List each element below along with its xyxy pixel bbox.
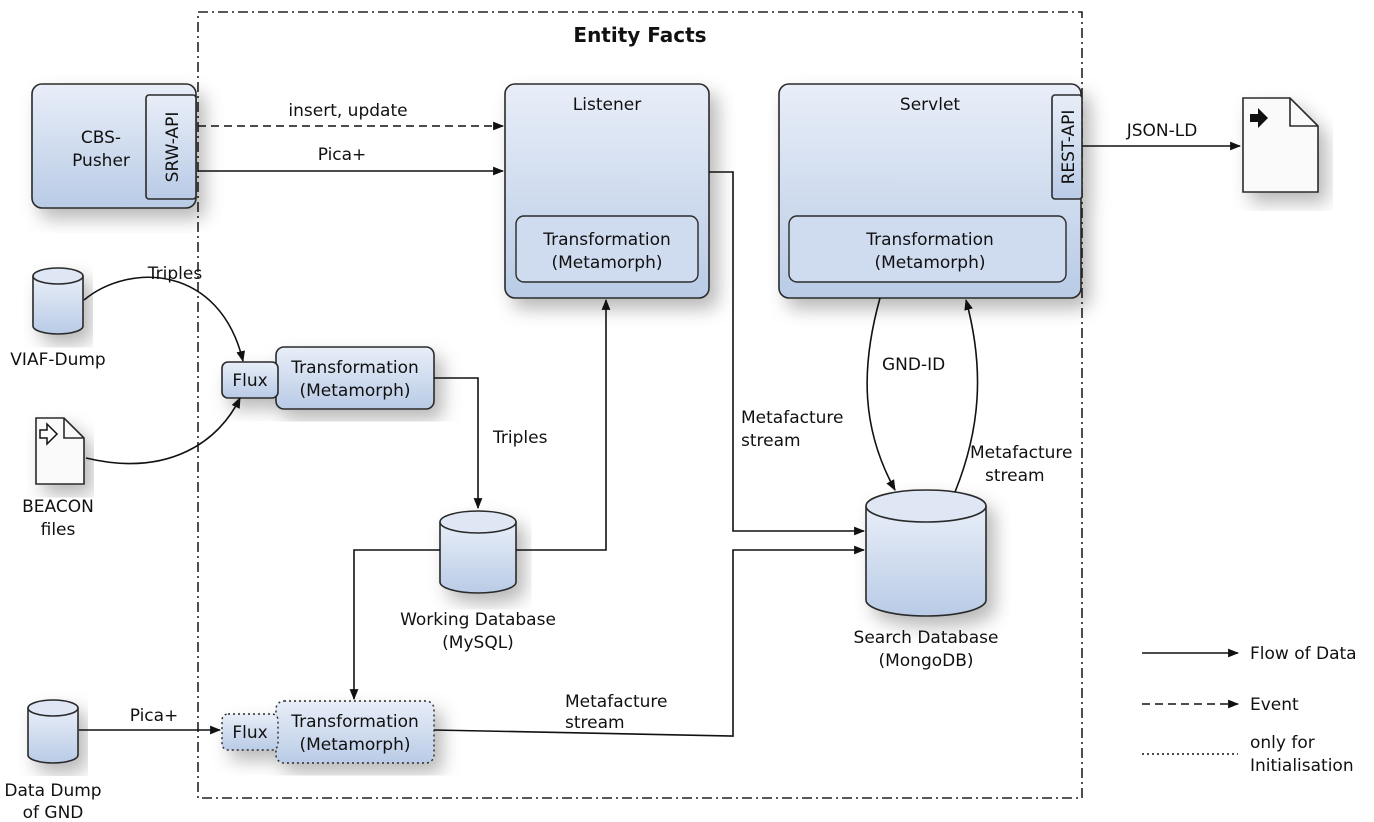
- edge-viaf-triples-label: Triples: [147, 264, 203, 284]
- cbs-pusher-node: [31, 83, 197, 209]
- servlet-transform-label-2: (Metamorph): [875, 253, 986, 273]
- edge-triples-mid-label: Triples: [492, 428, 548, 448]
- working-database-label-2: (MySQL): [442, 633, 514, 653]
- edge-workingdb-to-init: [349, 549, 440, 701]
- edge-triples-to-workingdb: [434, 377, 483, 510]
- edge-listener-to-searchdb: [709, 171, 866, 536]
- edge-metafacture-listener-label-1: Metafacture: [741, 408, 843, 428]
- viaf-dump-cylinder: [32, 267, 84, 335]
- arrow-right-outline-icon: [39, 422, 59, 446]
- search-database-label-1: Search Database: [854, 628, 999, 648]
- edge-metafacture-servlet-label-1: Metafacture: [970, 443, 1072, 463]
- edge-beacon-flux: [85, 397, 241, 465]
- cbs-pusher-label-2: Pusher: [72, 151, 130, 171]
- listener-transform-label-1: Transformation: [542, 230, 671, 250]
- cbs-pusher-label-1: CBS-: [81, 128, 121, 148]
- edge-metafacture-listener-label-2: stream: [741, 431, 801, 451]
- working-database-label-1: Working Database: [400, 610, 556, 630]
- json-output-document: [1242, 97, 1319, 193]
- legend-init-label-2: Initialisation: [1250, 756, 1354, 776]
- gnd-dump-label-2: of GND: [23, 803, 84, 822]
- transformation-bottom-node: [221, 700, 435, 764]
- edge-gnd-id-label: GND-ID: [882, 355, 945, 375]
- gnd-dump-cylinder: [27, 699, 79, 764]
- legend-init-label-1: only for: [1250, 733, 1315, 753]
- listener-label: Listener: [573, 95, 641, 115]
- srw-api-label: SRW-API: [163, 112, 183, 183]
- flux-bottom-label: Flux: [232, 723, 267, 743]
- edge-insert-update-label: insert, update: [288, 101, 407, 121]
- edge-viaf-triples: [83, 276, 245, 363]
- gnd-dump-label-1: Data Dump: [4, 781, 101, 801]
- working-database-cylinder: [439, 510, 517, 594]
- edge-servlet-gnd-id: [866, 297, 896, 491]
- edge-metafacture-servlet-label-2: stream: [985, 466, 1045, 486]
- transformation-bottom-label-2: (Metamorph): [300, 735, 411, 755]
- edge-init-to-searchdb: [433, 545, 866, 737]
- edge-pica-top-label: Pica+: [318, 145, 367, 165]
- edge-json-ld-label: JSON-LD: [1126, 121, 1198, 141]
- entity-facts-boundary: [197, 11, 1083, 799]
- transformation-mid-label-1: Transformation: [290, 358, 419, 378]
- viaf-dump-label: VIAF-Dump: [10, 350, 105, 370]
- legend-event-label: Event: [1250, 695, 1299, 715]
- flux-top-label: Flux: [232, 371, 267, 391]
- transformation-bottom-label-1: Transformation: [290, 712, 419, 732]
- servlet-transform-label-1: Transformation: [865, 230, 994, 250]
- transformation-mid-node: [221, 346, 435, 410]
- edge-pica-bottom-label: Pica+: [130, 706, 179, 726]
- rest-api-label: REST-API: [1059, 110, 1079, 185]
- servlet-transformation-box: [788, 215, 1067, 283]
- edge-metafacture-bottom-label-2: stream: [565, 713, 625, 733]
- legend-flow-label: Flow of Data: [1250, 644, 1357, 664]
- listener-transform-label-2: (Metamorph): [552, 253, 663, 273]
- arrow-right-solid-icon: [1250, 108, 1268, 128]
- search-database-label-2: (MongoDB): [878, 651, 973, 671]
- listener-transformation-box: [515, 215, 699, 283]
- edge-workingdb-to-listener: [516, 298, 611, 551]
- search-database-cylinder: [865, 489, 987, 617]
- beacon-label-1: BEACON: [22, 497, 94, 517]
- beacon-document: [35, 417, 85, 485]
- beacon-label-2: files: [41, 520, 76, 540]
- edge-searchdb-to-servlet: [954, 298, 979, 493]
- entity-facts-title: Entity Facts: [573, 23, 706, 47]
- edge-metafacture-bottom-label-1: Metafacture: [565, 692, 667, 712]
- servlet-label: Servlet: [900, 95, 960, 115]
- legend: Flow of Data Event only for Initialisati…: [1142, 644, 1357, 776]
- transformation-mid-label-2: (Metamorph): [300, 381, 411, 401]
